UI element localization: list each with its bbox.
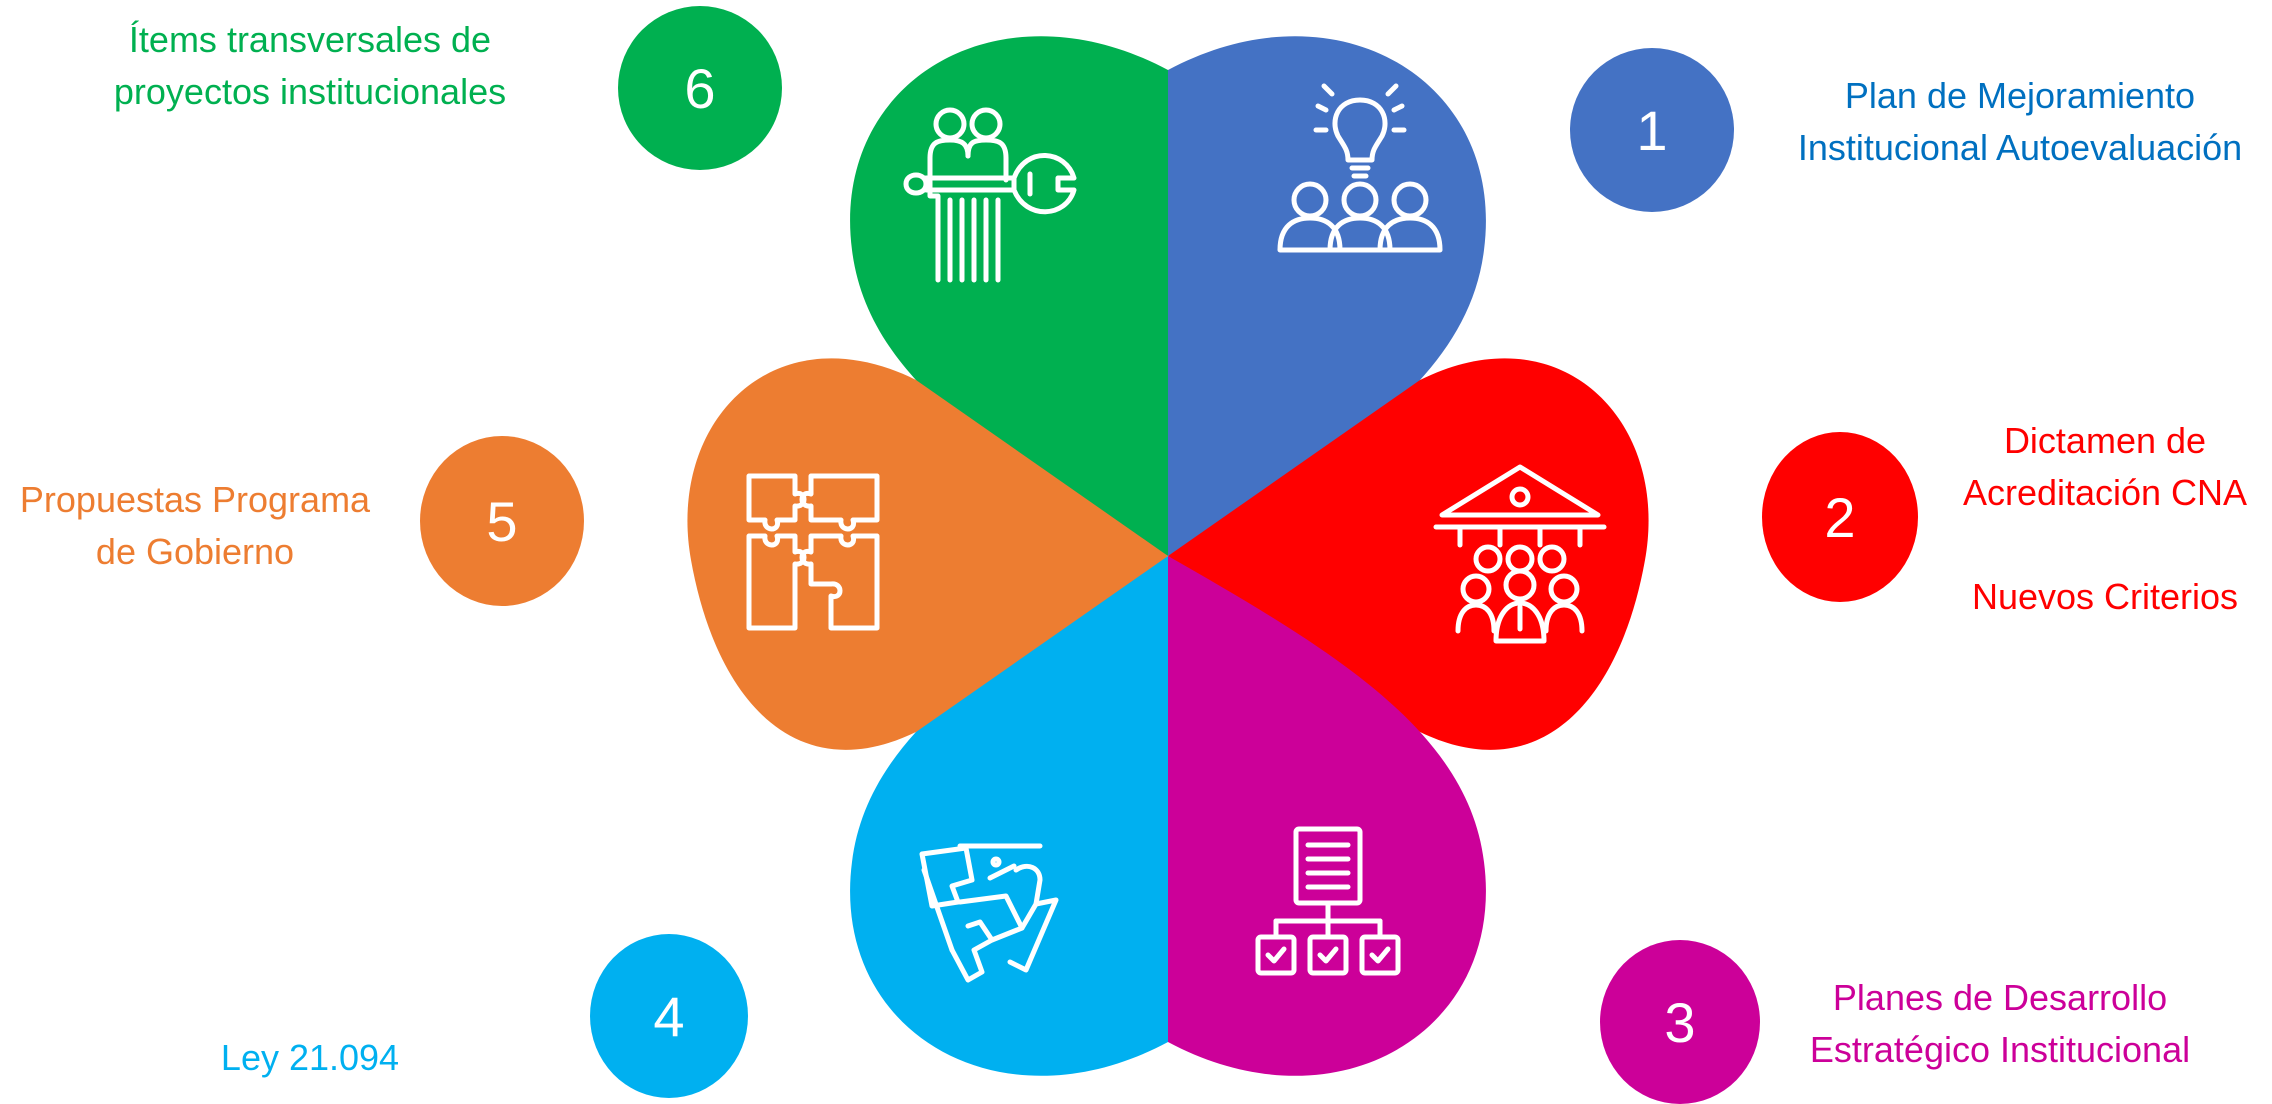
label-line: Estratégico Institucional <box>1809 1029 2191 1070</box>
people-idea-icon <box>1277 83 1443 253</box>
badge-1: 1 <box>1570 48 1734 212</box>
badge-number: 1 <box>1636 98 1668 162</box>
hierarchy-checklist-icon <box>1255 826 1401 976</box>
badge-number: 2 <box>1824 485 1856 549</box>
label-line: Dictamen de <box>2003 420 2207 461</box>
label-line: proyectos institucionales <box>113 71 507 112</box>
label-line: Nuevos Criterios <box>1971 576 2239 617</box>
petal-3 <box>1168 556 1486 1076</box>
petal-1 <box>1168 36 1486 557</box>
badge-6: 6 <box>618 6 782 170</box>
label-3: Planes de Desarrollo Estratégico Institu… <box>1780 972 2220 1076</box>
petal-2 <box>1168 358 1649 750</box>
label-line: Propuestas Programa <box>19 479 371 520</box>
label-5: Propuestas Programa de Gobierno <box>0 474 390 578</box>
petal-4 <box>850 556 1168 1076</box>
puzzle-icon <box>746 473 880 631</box>
badge-number: 6 <box>684 56 716 120</box>
badge-5: 5 <box>420 436 584 606</box>
badge-4: 4 <box>590 934 748 1098</box>
label-line <box>1940 519 2270 571</box>
label-line: Institucional Autoevaluación <box>1797 127 2243 168</box>
badge-3: 3 <box>1600 940 1760 1104</box>
badge-number: 4 <box>653 984 685 1048</box>
team-tools-icon <box>903 107 1077 283</box>
badge-number: 5 <box>486 489 518 553</box>
label-line: Ítems transversales de <box>128 19 492 60</box>
label-line: Plan de Mejoramiento <box>1844 75 2196 116</box>
badge-number: 3 <box>1664 990 1696 1054</box>
label-6: Ítems transversales de proyectos institu… <box>90 14 530 118</box>
handshake-icon <box>919 843 1059 983</box>
label-line: Planes de Desarrollo <box>1832 977 2168 1018</box>
label-1: Plan de Mejoramiento Institucional Autoe… <box>1770 70 2270 174</box>
label-line: de Gobierno <box>95 531 295 572</box>
petal-5 <box>687 358 1168 750</box>
label-2: Dictamen de Acreditación CNA Nuevos Crit… <box>1940 415 2270 623</box>
label-line: Ley 21.094 <box>220 1037 400 1078</box>
institution-people-icon <box>1433 464 1607 644</box>
label-4: Ley 21.094 <box>180 1032 440 1084</box>
label-line: Acreditación CNA <box>1962 472 2248 513</box>
badge-2: 2 <box>1762 432 1918 602</box>
